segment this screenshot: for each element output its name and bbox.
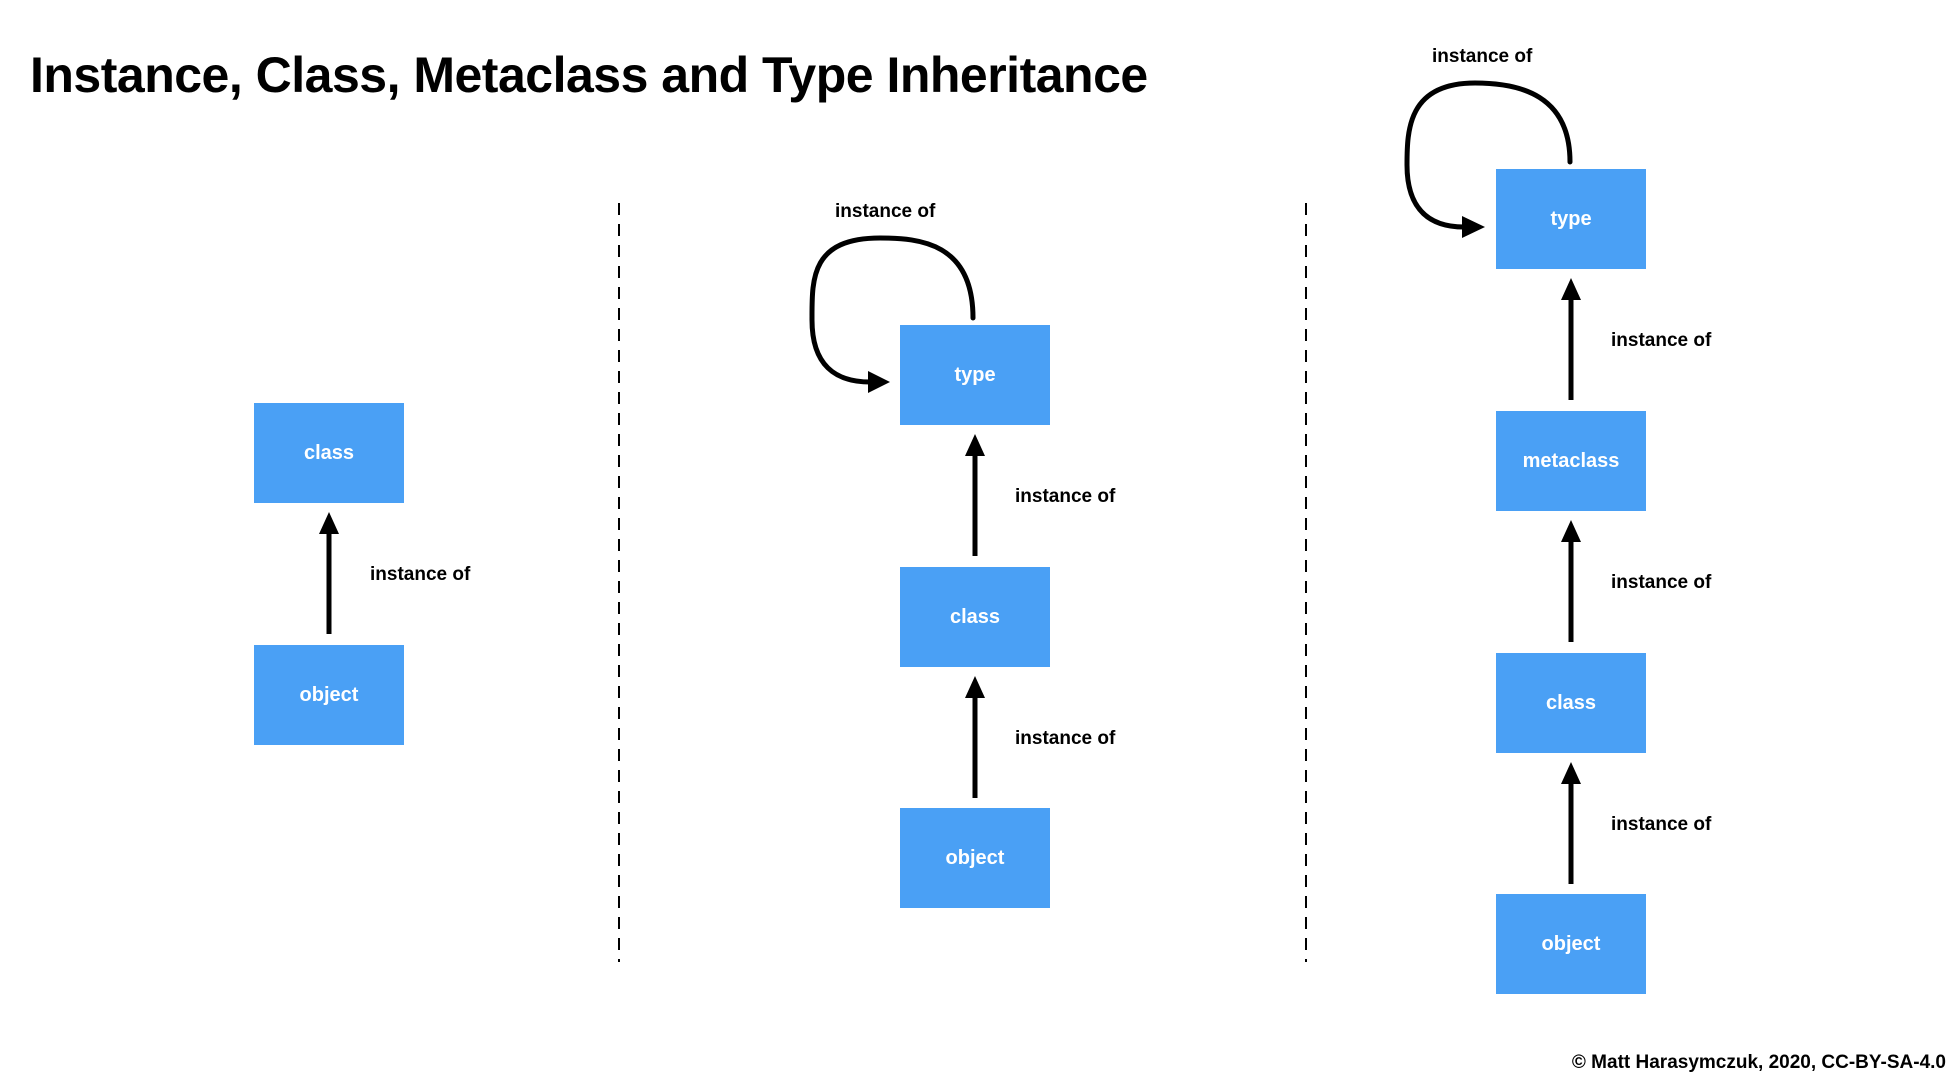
node-object: object [1496, 894, 1646, 994]
edge-label-instance-of: instance of [1432, 46, 1533, 67]
node-object: object [900, 808, 1050, 908]
node-class: class [1496, 653, 1646, 753]
arrow-class-to-type [965, 434, 985, 556]
node-type: type [1496, 169, 1646, 269]
self-loop-arrow-type [809, 235, 976, 393]
arrow-class-to-metaclass [1561, 520, 1581, 642]
arrow-object-to-class [965, 676, 985, 798]
node-metaclass: metaclass [1496, 411, 1646, 511]
node-type: type [900, 325, 1050, 425]
arrow-object-to-class [1561, 762, 1581, 884]
edge-label-instance-of: instance of [370, 564, 471, 585]
edge-label-instance-of: instance of [1611, 330, 1712, 351]
node-class: class [900, 567, 1050, 667]
page-title: Instance, Class, Metaclass and Type Inhe… [30, 47, 1148, 103]
edge-label-instance-of: instance of [1611, 814, 1712, 835]
edge-label-instance-of: instance of [1015, 486, 1116, 507]
arrow-object-to-class [319, 512, 339, 634]
edge-label-instance-of: instance of [835, 201, 936, 222]
self-loop-arrow-type [1404, 80, 1573, 238]
node-object: object [254, 645, 404, 745]
copyright-credit: © Matt Harasymczuk, 2020, CC-BY-SA-4.0 [1571, 1052, 1946, 1073]
edge-label-instance-of: instance of [1611, 572, 1712, 593]
arrow-metaclass-to-type [1561, 278, 1581, 400]
node-class: class [254, 403, 404, 503]
edge-label-instance-of: instance of [1015, 728, 1116, 749]
